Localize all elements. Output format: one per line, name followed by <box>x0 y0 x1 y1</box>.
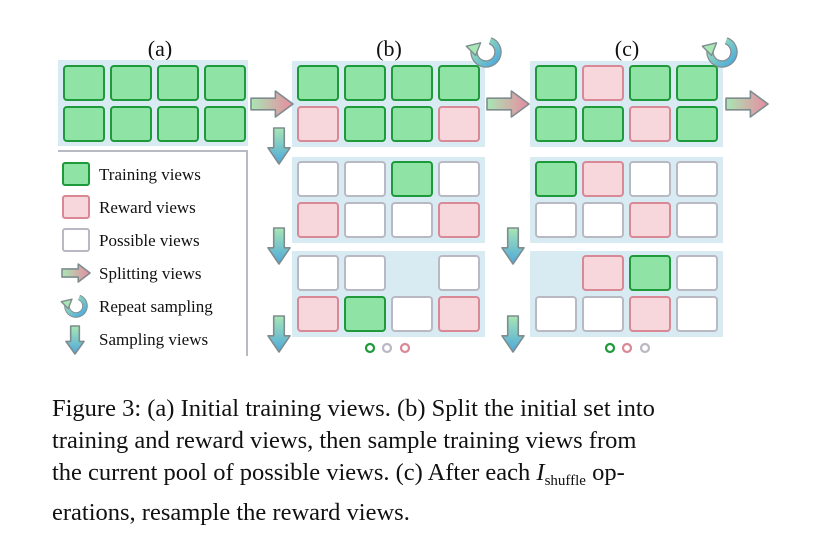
splitting-arrow-icon <box>725 90 769 118</box>
training-view-cell <box>344 65 386 101</box>
possible-view-cell <box>297 161 339 197</box>
training-view-cell <box>535 65 577 101</box>
training-view-cell <box>438 65 480 101</box>
legend-label: Possible views <box>99 231 200 250</box>
training-view-cell <box>204 106 246 142</box>
training-view-cell <box>344 296 386 332</box>
reward-dot-indicator <box>621 342 633 354</box>
possible-view-cell <box>344 202 386 238</box>
possible-view-cell <box>582 202 624 238</box>
training-view-cell <box>535 161 577 197</box>
possible-view-cell <box>344 161 386 197</box>
sampling-arrow-icon <box>267 227 291 265</box>
possible-view-cell <box>676 202 718 238</box>
possible-view-cell <box>535 202 577 238</box>
reward-view-cell <box>629 296 671 332</box>
training-view-icon <box>62 162 90 186</box>
possible-view-cell <box>676 161 718 197</box>
training-dot-indicator <box>604 342 616 354</box>
possible-dot-indicator <box>639 342 651 354</box>
sampling-arrow-icon <box>501 227 525 265</box>
reward-view-cell <box>297 296 339 332</box>
reward-view-cell <box>629 202 671 238</box>
reward-view-cell <box>438 106 480 142</box>
legend-label: Training views <box>99 165 201 184</box>
training-view-cell <box>391 161 433 197</box>
panel-label-a: (a) <box>148 36 172 61</box>
caption-line-3-start: the current pool of possible views. (c) … <box>52 459 531 486</box>
reward-view-cell <box>438 202 480 238</box>
training-view-cell <box>297 65 339 101</box>
possible-dot-indicator <box>381 342 393 354</box>
possible-view-cell <box>391 296 433 332</box>
reward-view-cell <box>297 202 339 238</box>
possible-view-cell <box>344 255 386 291</box>
repeat-sampling-icon <box>701 37 738 68</box>
reward-view-cell <box>438 296 480 332</box>
legend-label: Repeat sampling <box>99 297 213 316</box>
training-view-cell <box>676 106 718 142</box>
panel-label-c: (c) <box>615 36 639 61</box>
splitting-arrow-icon <box>61 263 91 283</box>
caption-line-2: training and reward views, then sample t… <box>52 427 637 454</box>
legend-label: Reward views <box>99 198 196 217</box>
training-view-cell <box>676 65 718 101</box>
training-view-cell <box>629 65 671 101</box>
possible-view-cell <box>676 296 718 332</box>
caption-math-symbol: I <box>536 459 545 486</box>
figure-caption: Figure 3: (a) Initial training views. (b… <box>52 393 782 529</box>
caption-line-3-end: op- <box>592 459 625 486</box>
panel-label-b: (b) <box>376 36 402 61</box>
sampling-arrow-icon <box>267 127 291 165</box>
training-view-cell <box>157 106 199 142</box>
splitting-arrow-icon <box>486 90 530 118</box>
reward-dot-indicator <box>399 342 411 354</box>
indicator-dots <box>364 342 651 354</box>
possible-view-cell <box>438 255 480 291</box>
view-cells <box>63 65 718 332</box>
training-dot-indicator <box>364 342 376 354</box>
training-view-cell <box>63 106 105 142</box>
reward-view-icon <box>62 195 90 219</box>
repeat-sampling-icon <box>60 294 88 318</box>
possible-view-cell <box>438 161 480 197</box>
possible-view-icon <box>62 228 90 252</box>
training-view-cell <box>204 65 246 101</box>
legend-label: Splitting views <box>99 264 201 283</box>
training-view-cell <box>391 106 433 142</box>
caption-line-4: erations, resample the reward views. <box>52 499 410 526</box>
possible-view-cell <box>676 255 718 291</box>
possible-view-cell <box>297 255 339 291</box>
training-view-cell <box>110 65 152 101</box>
sampling-arrow-icon <box>65 325 85 355</box>
reward-view-cell <box>297 106 339 142</box>
caption-line-3: the current pool of possible views. (c) … <box>52 457 782 497</box>
caption-math-subscript: shuffle <box>544 473 586 489</box>
reward-view-cell <box>582 161 624 197</box>
training-view-cell <box>629 255 671 291</box>
reward-view-cell <box>582 65 624 101</box>
sampling-arrow-icon <box>267 315 291 353</box>
possible-view-cell <box>629 161 671 197</box>
reward-view-cell <box>629 106 671 142</box>
possible-view-cell <box>391 202 433 238</box>
possible-view-cell <box>535 296 577 332</box>
sampling-arrow-icon <box>501 315 525 353</box>
repeat-sampling-icon <box>465 37 502 68</box>
splitting-arrow-icon <box>250 90 294 118</box>
training-view-cell <box>582 106 624 142</box>
reward-view-cell <box>582 255 624 291</box>
training-view-cell <box>535 106 577 142</box>
possible-view-cell <box>582 296 624 332</box>
training-view-cell <box>391 65 433 101</box>
training-view-cell <box>63 65 105 101</box>
flow-arrows <box>250 37 769 353</box>
caption-line-1: Figure 3: (a) Initial training views. (b… <box>52 395 655 422</box>
training-view-cell <box>344 106 386 142</box>
training-view-cell <box>110 106 152 142</box>
legend-label: Sampling views <box>99 330 208 349</box>
training-view-cell <box>157 65 199 101</box>
